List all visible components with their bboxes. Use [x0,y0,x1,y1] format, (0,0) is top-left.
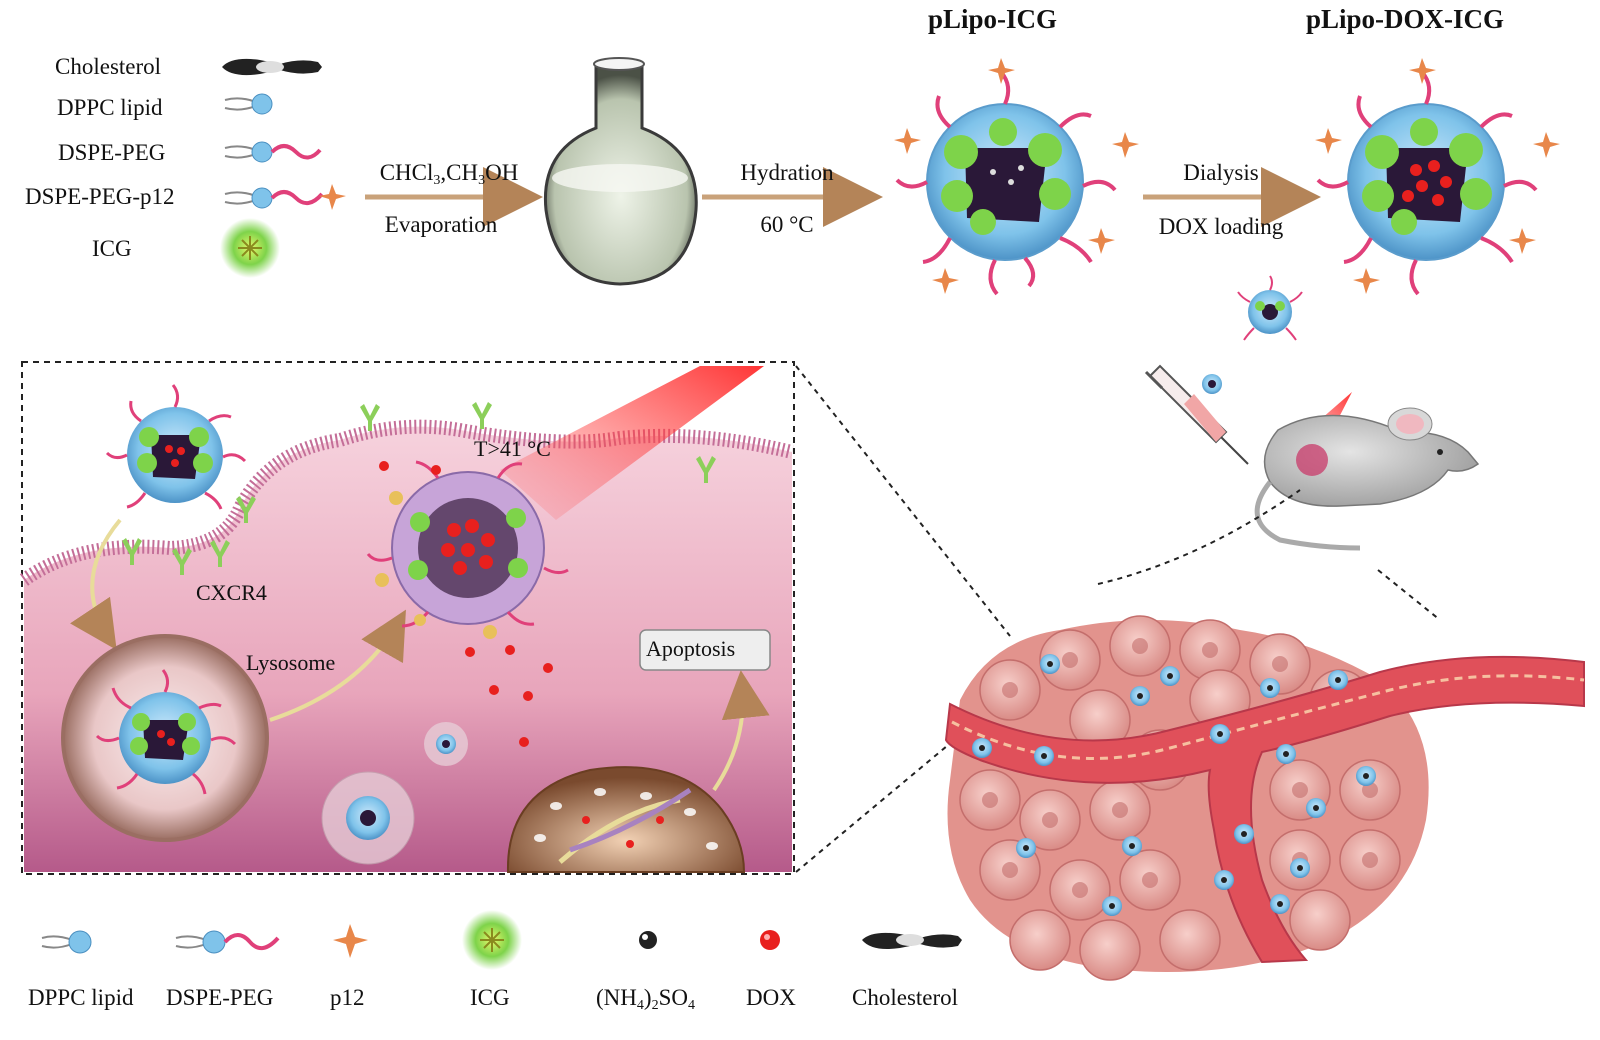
cytoplasm-liposome-2 [321,771,415,865]
burst-liposome [366,460,569,628]
lysosome-label: Lysosome [246,650,336,675]
incoming-liposome [105,384,247,510]
legend-ammonium-sulfate-label: (NH4)2SO4 [596,985,695,1013]
zoom-lines [795,365,1441,873]
plipo-dox-icg-title: pLipo-DOX-ICG [1306,4,1505,34]
nucleus [506,766,746,873]
escape-arrow [269,609,406,722]
legend-dspe-peg-icon [175,930,280,954]
hydration-temp-label: 60 °C [760,212,814,237]
apoptosis-box [639,629,771,671]
plipo-icg-title: pLipo-ICG [928,4,1058,34]
legend-dox-label: DOX [746,985,796,1010]
legend-cholesterol-label: Cholesterol [852,985,959,1010]
tiny-liposome-icon [1202,374,1222,394]
legend-p12-label: p12 [330,985,365,1010]
apoptosis-label: Apoptosis [646,636,736,661]
solvent-label: CHCl3,CH3OH [379,160,519,188]
dspe-peg-label: DSPE-PEG [58,140,166,165]
tumor-mass [947,615,1429,981]
plipo-dox-icg-liposome [1315,58,1560,296]
legend-dppc-icon [41,930,92,954]
legend-icg-icon [462,910,522,970]
icg-particles [375,491,497,639]
legend-dspe-peg-label: DSPE-PEG [166,985,274,1010]
dialysis-label: Dialysis [1183,160,1259,185]
dppc-lipid-label: DPPC lipid [57,95,163,120]
dox-particles [379,461,553,747]
dppc-lipid-icon [224,93,273,115]
lysosome [61,634,269,842]
icg-icon [220,218,280,278]
small-liposome-icon [1237,275,1303,341]
plipo-icg-liposome [894,58,1139,296]
endocytosis-arrow [70,518,122,650]
cxcr4-label: CXCR4 [196,580,267,605]
legend-dox-icon [760,930,780,950]
hydration-label: Hydration [740,160,834,185]
dspe-peg-icon [224,141,322,163]
blood-vessel [944,655,1585,964]
laser-beam-cell [500,366,764,520]
round-bottom-flask-icon [543,57,698,286]
legend-cholesterol-icon [862,932,962,949]
mouse-icon [1254,407,1480,551]
apoptosis-arrow [712,670,770,792]
cxcr4-receptor-icons [122,402,716,575]
temperature-label: T>41 °C [474,436,551,461]
legend-ammonium-sulfate-icon [639,931,657,949]
dspe-peg-p12-label: DSPE-PEG-p12 [25,184,175,209]
legend-icg-label: ICG [470,985,510,1010]
tumor-liposomes [972,654,1376,916]
dspe-peg-p12-icon [224,184,346,210]
legend-p12-icon [333,924,368,958]
cholesterol-label: Cholesterol [55,54,162,79]
evaporation-label: Evaporation [384,212,498,237]
cholesterol-icon [222,58,322,76]
icg-label: ICG [92,236,132,261]
syringe-icon [1144,364,1249,465]
cytoplasm-liposome-1 [424,722,468,766]
legend-dppc-label: DPPC lipid [28,985,134,1010]
dox-loading-label: DOX loading [1158,214,1284,239]
